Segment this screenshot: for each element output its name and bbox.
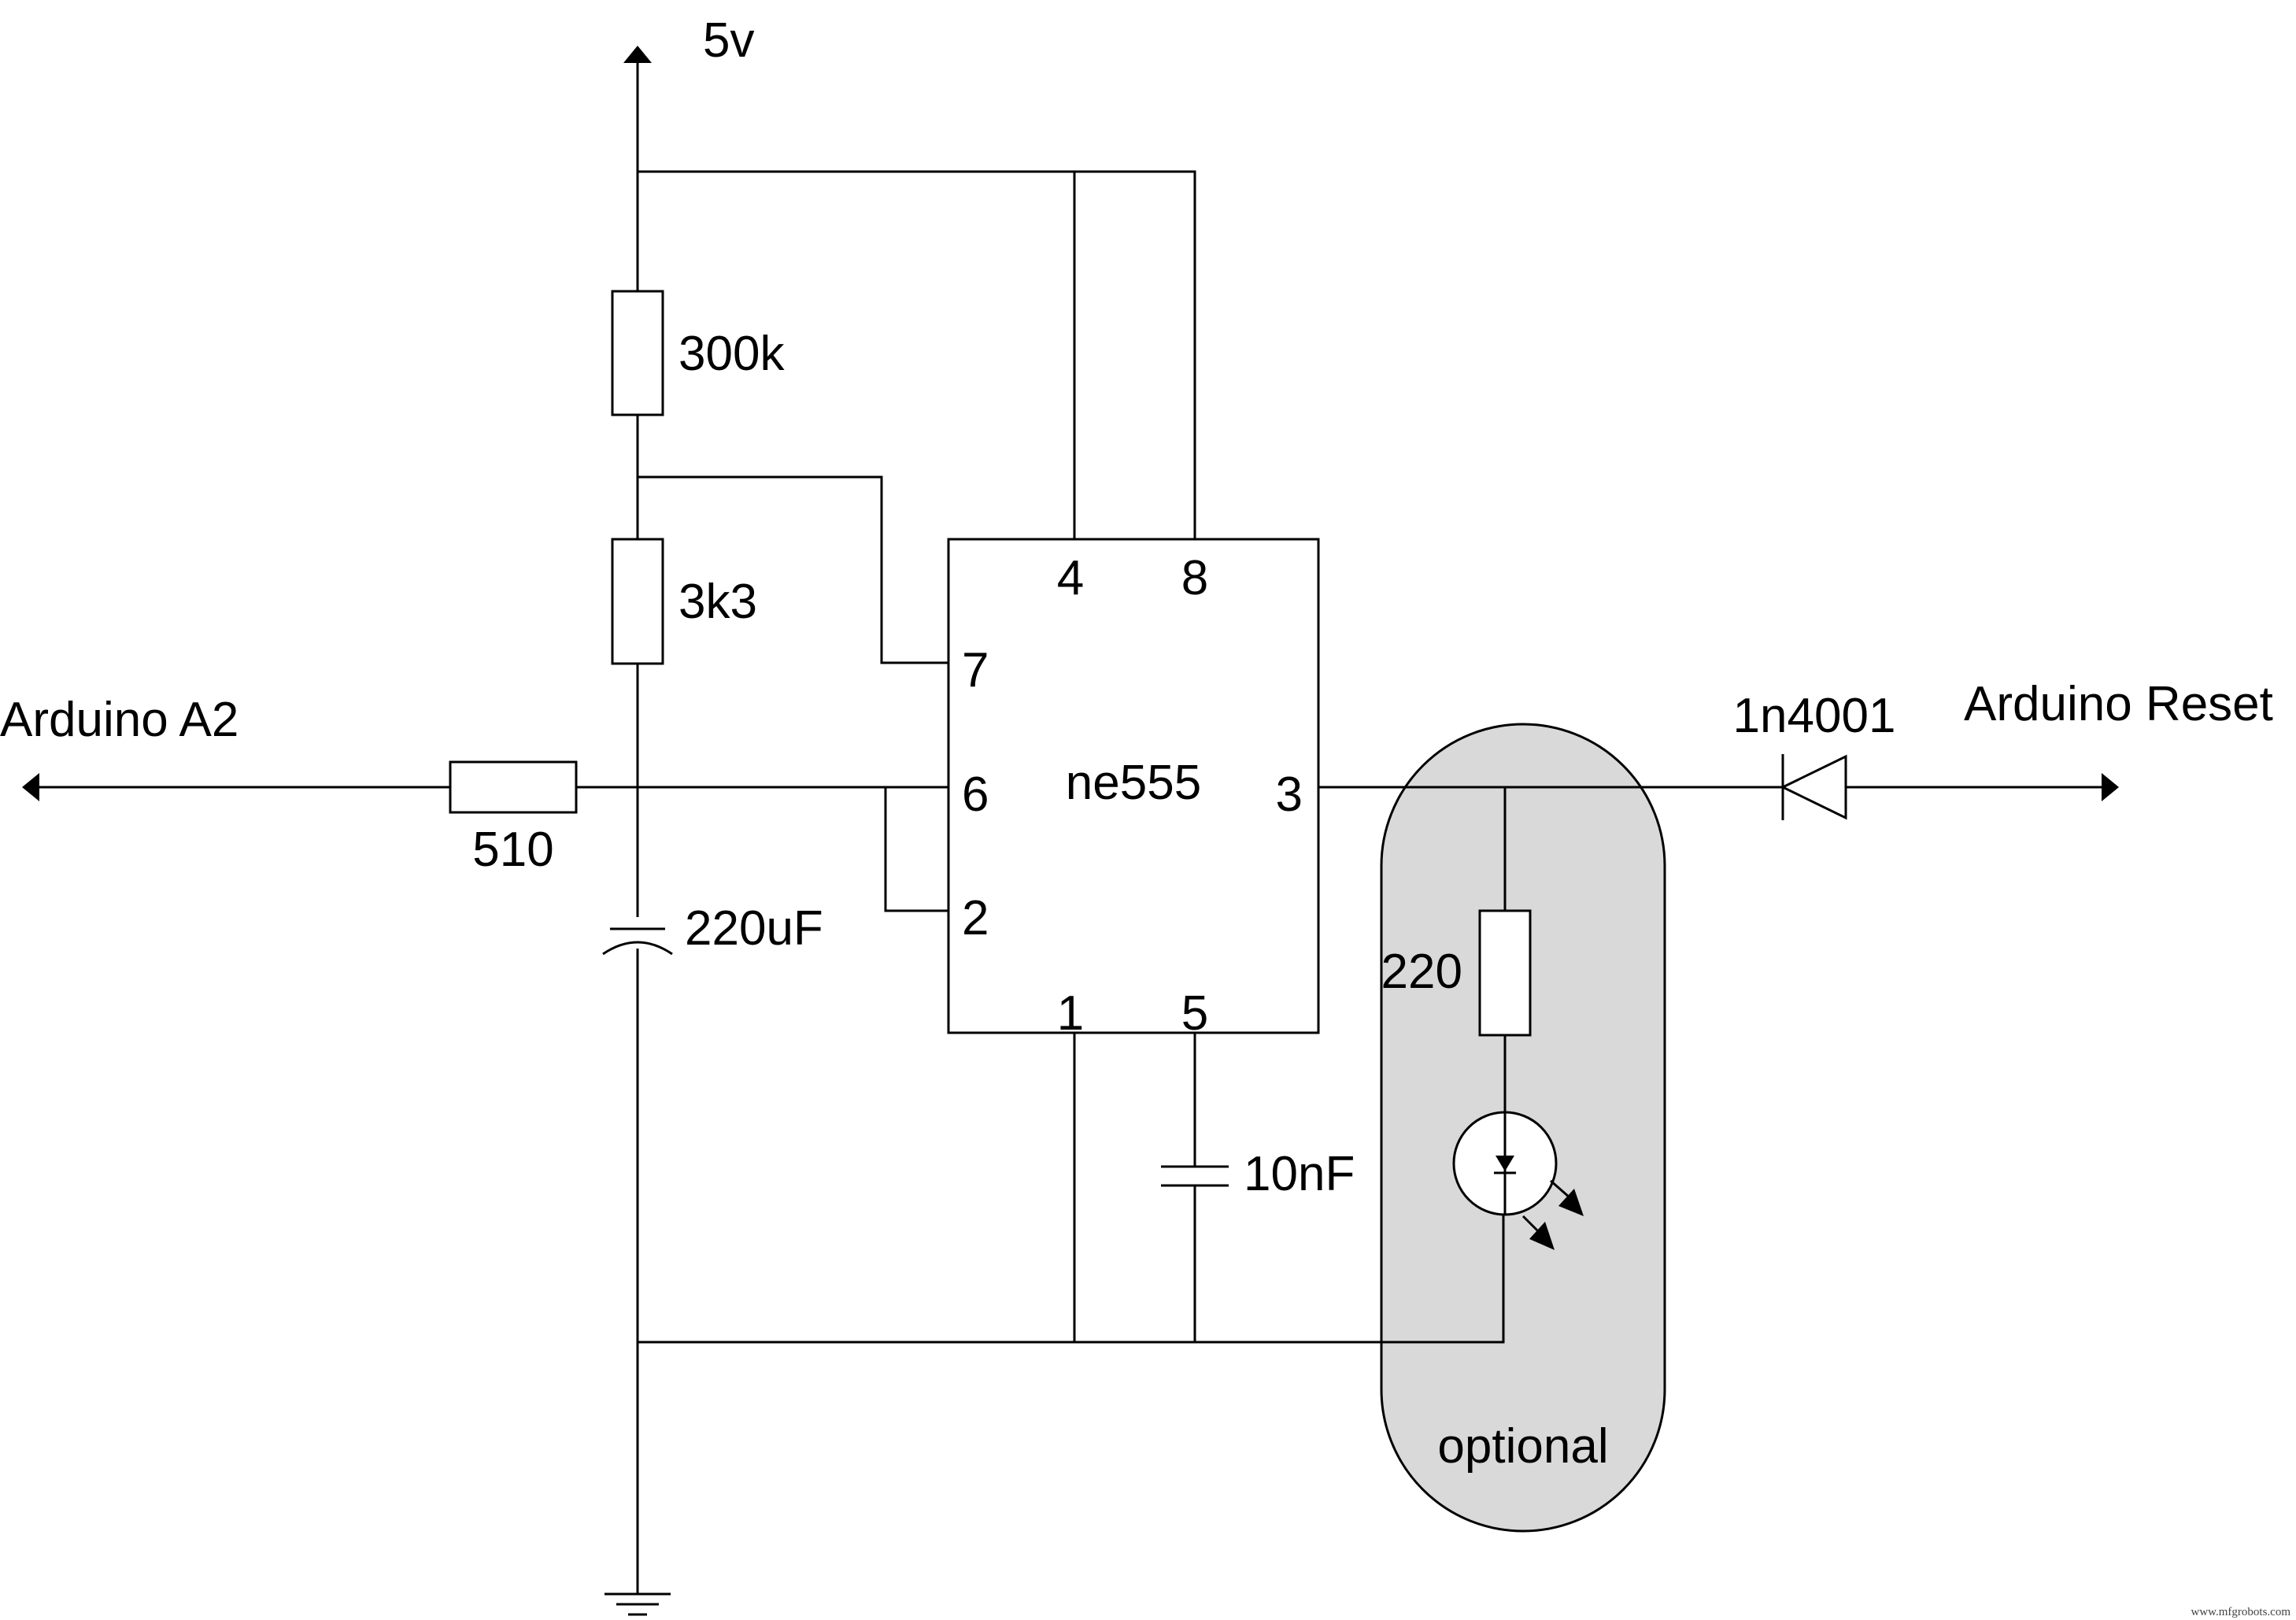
capacitor-10nf — [1161, 1165, 1229, 1187]
pin-2: 2 — [962, 891, 989, 945]
label-510: 510 — [472, 823, 553, 877]
wire-ground-rail — [638, 1204, 1505, 1344]
resistor-220 — [1478, 909, 1532, 1037]
pin-8: 8 — [1181, 551, 1208, 605]
label-1n4001: 1n4001 — [1733, 689, 1896, 743]
pin-7: 7 — [962, 643, 989, 697]
input-label: Arduino A2 — [0, 693, 238, 747]
output-arrow — [2102, 773, 2119, 801]
resistor-3k3 — [611, 538, 664, 665]
resistor-510 — [449, 760, 578, 814]
label-3k3: 3k3 — [678, 575, 757, 629]
watermark: www.mfgrobots.com — [2191, 1606, 2290, 1618]
optional-label: optional — [1437, 1419, 1608, 1474]
pin-1: 1 — [1057, 986, 1084, 1041]
label-300k: 300k — [678, 327, 785, 381]
pin-4: 4 — [1057, 551, 1084, 605]
capacitor-220uf — [602, 927, 673, 956]
led-emission-arrows — [1521, 1179, 1584, 1250]
ground-symbol — [605, 1592, 671, 1616]
diode-1n4001 — [1780, 754, 1847, 820]
supply-arrow — [623, 46, 652, 63]
supply-label: 5v — [703, 13, 754, 68]
label-10nf: 10nF — [1244, 1147, 1355, 1201]
label-220: 220 — [1381, 945, 1462, 999]
output-label: Arduino Reset — [1964, 677, 2273, 731]
pin-6: 6 — [962, 767, 989, 822]
pin-3: 3 — [1276, 767, 1303, 822]
resistor-300k — [611, 290, 664, 416]
wire-pin2 — [884, 787, 948, 912]
led — [1452, 1111, 1558, 1216]
ic-ne555 — [947, 538, 1320, 1034]
label-220uf: 220uF — [685, 901, 823, 956]
input-arrow — [22, 773, 39, 801]
pin-5: 5 — [1181, 986, 1208, 1041]
label-ne555: ne555 — [1066, 756, 1201, 810]
wire-top-rail — [638, 170, 1196, 539]
wire-pin7 — [638, 475, 948, 664]
